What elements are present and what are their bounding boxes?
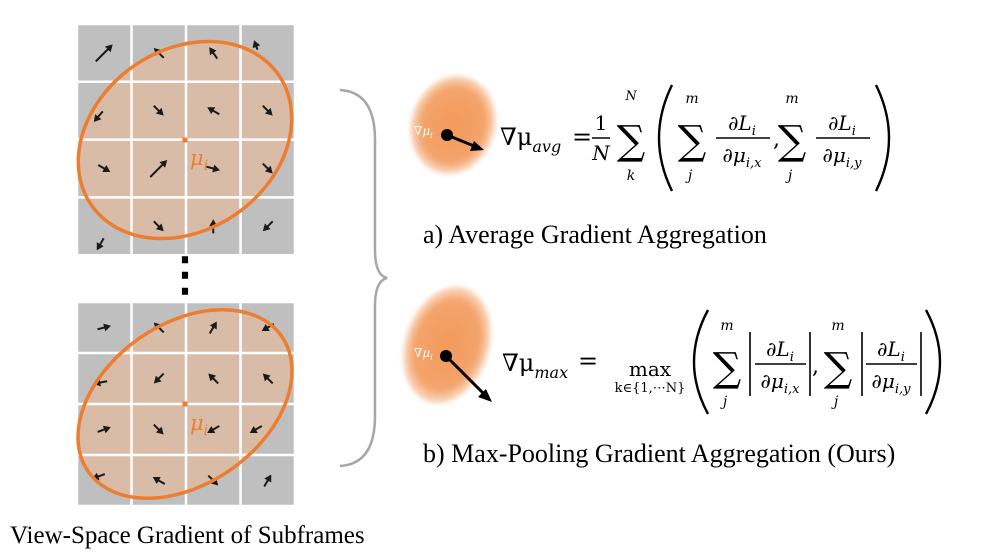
gradient-arrowhead-b xyxy=(478,389,492,402)
svg-text:∑: ∑ xyxy=(778,118,807,164)
gaussian-ellipse xyxy=(76,308,294,500)
gaussian-blob-b xyxy=(402,286,492,404)
grid-top-gradient-arrow xyxy=(207,107,220,116)
grid-top-gradient-arrow xyxy=(95,44,113,63)
grid-top-gradient-arrow xyxy=(97,164,111,172)
grid-top-gradient-arrow xyxy=(96,237,105,251)
gaussian-mean-label: μi xyxy=(190,146,208,174)
grid-top-gradient-arrow xyxy=(262,220,274,232)
blob-label-a: ∇μi xyxy=(414,124,433,140)
grid-bottom-gradient-arrow xyxy=(153,423,164,435)
grid-top-gradient-arrow xyxy=(209,47,219,60)
svg-text:∑: ∑ xyxy=(617,118,646,164)
method-label-maxpool: b) Max-Pooling Gradient Aggregation (Our… xyxy=(423,439,895,468)
method-average: ∇μi ∇μavg = 1 N N ∑ k m ∑ j ∂ xyxy=(410,75,891,249)
svg-text:j: j xyxy=(831,394,839,410)
svg-text:∂Li: ∂Li xyxy=(877,337,905,365)
blob-label-b: ∇μi xyxy=(414,346,433,362)
grid-bottom-gradient-arrow xyxy=(208,321,217,335)
gaussian-center xyxy=(182,137,188,143)
svg-text:j: j xyxy=(720,394,728,410)
subframe-grid-top: μi xyxy=(75,22,297,257)
method-label-average: a) Average Gradient Aggregation xyxy=(423,220,767,249)
method-maxpool: ∇μi ∇μmax = max k∈{1,⋯N} m ∑ j ∂Li xyxy=(402,286,942,468)
svg-text:∑: ∑ xyxy=(824,345,853,391)
gaussian-mean-label: μi xyxy=(190,411,208,439)
svg-text:∑: ∑ xyxy=(713,345,742,391)
svg-text:∂Li: ∂Li xyxy=(728,111,756,139)
svg-text:m: m xyxy=(685,91,698,107)
svg-text:m: m xyxy=(831,318,844,334)
svg-text:j: j xyxy=(785,168,793,184)
grid-top-gradient-arrow xyxy=(149,160,168,178)
svg-text:=: = xyxy=(572,123,592,151)
svg-text:∂μi,x: ∂μi,x xyxy=(761,369,801,397)
formula-maxpool: ∇μmax = max k∈{1,⋯N} m ∑ j ∂Li ∂μi,x , m xyxy=(502,309,942,415)
grid-top-gradient-arrow xyxy=(252,40,261,50)
subframe-ellipsis: ⋮ xyxy=(162,249,208,300)
grid-top-gradient-arrow xyxy=(206,164,221,173)
grid-top-gradient-arrow xyxy=(153,220,164,232)
svg-text:∂μi,x: ∂μi,x xyxy=(723,143,763,171)
grid-top-gradient-arrow xyxy=(262,162,273,174)
grid-bottom-gradient-arrow xyxy=(97,425,111,434)
svg-text:max: max xyxy=(629,357,672,381)
svg-text:k∈{1,⋯N}: k∈{1,⋯N} xyxy=(615,381,686,396)
svg-text:j: j xyxy=(685,168,693,184)
svg-text:∇μmax: ∇μmax xyxy=(502,349,568,382)
svg-text:∇μavg: ∇μavg xyxy=(500,123,561,156)
gradient-arrow-b xyxy=(444,354,486,396)
grid-bottom-gradient-arrow xyxy=(207,425,220,433)
grid-top-gradient-arrow xyxy=(93,110,104,123)
svg-text:,: , xyxy=(773,127,780,152)
svg-text:∂μi,y: ∂μi,y xyxy=(872,369,912,397)
svg-text:k: k xyxy=(627,168,635,184)
grid-bottom-gradient-arrow xyxy=(152,477,166,485)
svg-text:m: m xyxy=(720,318,733,334)
gradient-arrowhead-a xyxy=(470,141,484,151)
svg-text:∂μi,y: ∂μi,y xyxy=(823,143,863,171)
gradient-arrow-a xyxy=(446,133,475,148)
grid-bottom-gradient-arrow xyxy=(208,373,219,385)
grid-bottom-gradient-arrow xyxy=(153,372,165,384)
formula-average: ∇μavg = 1 N N ∑ k m ∑ j ∂Li ∂μi,x xyxy=(500,84,891,192)
svg-text:∑: ∑ xyxy=(678,118,707,164)
gaussian-ellipse xyxy=(76,39,294,241)
grid-top-gradient-arrow xyxy=(262,105,273,116)
grouping-brace xyxy=(339,88,388,468)
svg-text:,: , xyxy=(812,354,819,379)
grid-bottom-gradient-arrow xyxy=(263,474,272,488)
svg-text:=: = xyxy=(578,347,598,375)
svg-text:N: N xyxy=(591,141,611,165)
grid-bottom-gradient-arrow xyxy=(249,425,263,433)
figure-caption: View-Space Gradient of Subframes xyxy=(10,522,365,549)
svg-text:1: 1 xyxy=(595,111,608,135)
grid-top-gradient-arrow xyxy=(153,105,164,116)
gaussian-center xyxy=(182,401,188,407)
svg-text:m: m xyxy=(785,91,798,107)
grid-bottom-gradient-arrow xyxy=(262,373,274,385)
svg-text:∂Li: ∂Li xyxy=(766,337,794,365)
grid-bottom-gradient-arrow xyxy=(97,323,112,332)
subframe-grid-bottom: μi xyxy=(75,300,297,508)
svg-text:N: N xyxy=(624,89,637,104)
svg-text:∂Li: ∂Li xyxy=(828,111,856,139)
